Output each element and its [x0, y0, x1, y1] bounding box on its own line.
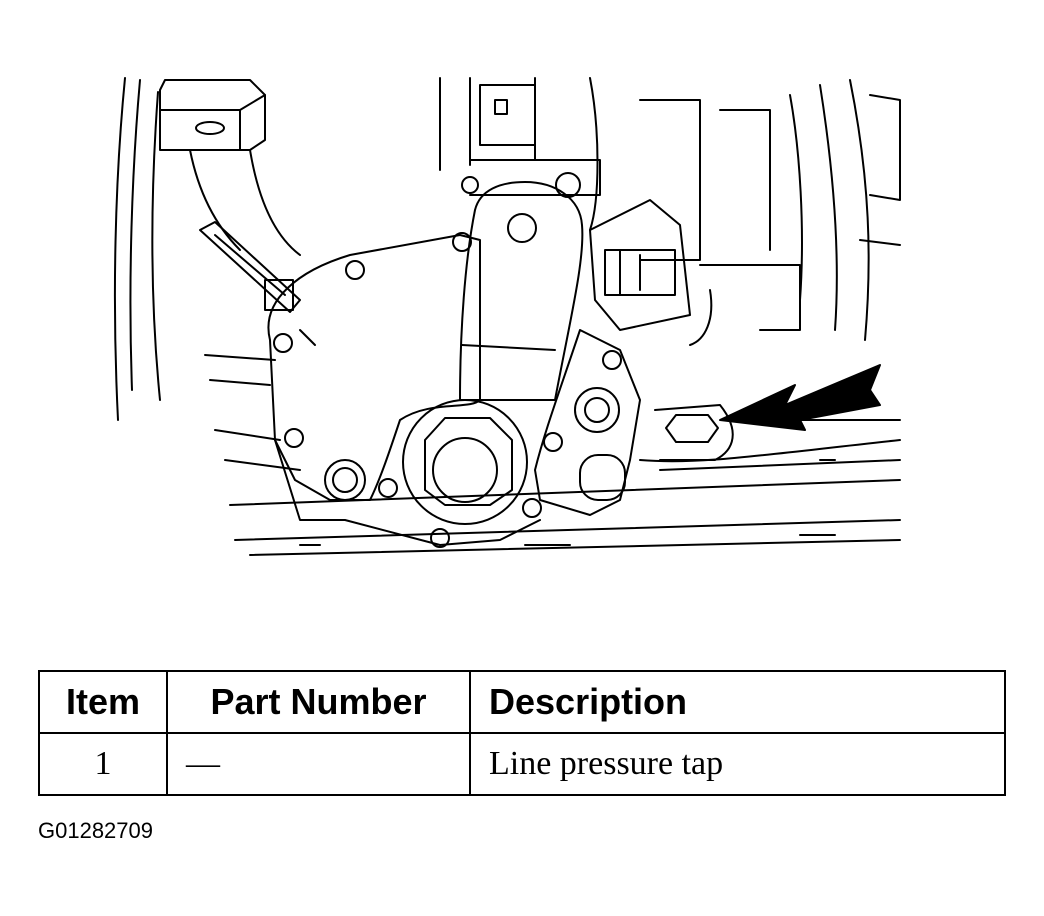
row-description: Line pressure tap — [469, 732, 1006, 796]
line-pressure-tap-plug — [654, 404, 734, 461]
electrical-connector — [589, 199, 691, 331]
switch-mount-bracket — [461, 84, 601, 198]
header-description: Description — [469, 670, 1006, 734]
legend-header-row: Item Part Number Description — [38, 670, 1006, 734]
parts-legend-table: Item Part Number Description 1 — Line pr… — [38, 670, 1006, 796]
pivot-hex-nut — [402, 399, 528, 525]
row-item: 1 — [38, 732, 168, 796]
star-bolt-right — [574, 387, 620, 433]
header-item: Item — [38, 670, 168, 734]
row-part-number: — — [166, 732, 471, 796]
star-bolt-left — [324, 459, 366, 501]
manual-lever-arm — [459, 181, 584, 401]
housing-right-ribs — [439, 77, 901, 346]
figure-id: G01282709 — [38, 818, 153, 843]
transmission-line-pressure-tap-diagram — [113, 77, 901, 556]
table-row: 1 — Line pressure tap — [38, 732, 1006, 796]
mounting-bracket-block — [159, 79, 301, 256]
callout-arrow-icon — [719, 364, 881, 431]
header-part-number: Part Number — [166, 670, 471, 734]
housing-bolts — [273, 232, 622, 548]
selector-cable-bracket — [199, 221, 316, 346]
adjustment-slot — [579, 454, 626, 501]
range-sensor-housing — [267, 234, 641, 546]
housing-left-contour — [113, 77, 161, 421]
